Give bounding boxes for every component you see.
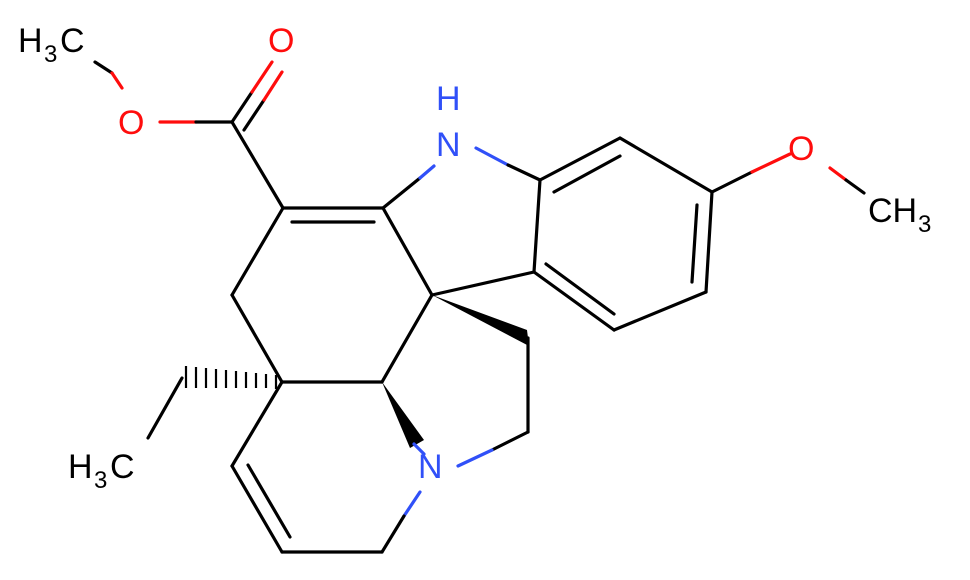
bond-ethyl — [146, 376, 184, 440]
bond-ar-6 — [532, 178, 542, 274]
bond-co-double-2a — [242, 98, 266, 132]
bond-ch2-n-a — [490, 430, 530, 452]
benzene-ring — [430, 136, 714, 332]
ethyl-group: H 3 C — [68, 366, 278, 494]
bond-co-double-1a — [230, 90, 254, 124]
methoxy-ch3-sub: 3 — [918, 211, 931, 238]
bond-c2-nh — [381, 176, 422, 210]
bond-co-double-1b — [250, 60, 274, 94]
bond-methyl-o-b — [110, 71, 124, 90]
bond-ar-3-inner — [690, 203, 699, 284]
carbonyl-o-label: O — [268, 22, 294, 60]
bond-c2-c7 — [381, 206, 434, 297]
bond-ar-3 — [704, 190, 714, 294]
bond-ar-1 — [538, 136, 622, 182]
bond-o-ch3-a — [828, 166, 848, 182]
bond-c21-n-stub — [412, 442, 426, 456]
wedge-c7-ch2 — [432, 295, 529, 346]
bond-ar-1-inner — [552, 154, 622, 194]
bond-methyl-o-a — [93, 60, 114, 75]
nh-n-label: N — [436, 126, 461, 164]
bond-n-ch2-a — [402, 490, 422, 518]
bond-carbonyl-ringc — [230, 120, 285, 210]
bond-c3-ch2 — [230, 206, 285, 297]
bond-ar-5-inner — [544, 262, 616, 316]
nh-h-label: H — [436, 80, 461, 118]
bond-o-ch3-b — [844, 178, 866, 195]
methoxy-ch3-label: CH — [868, 192, 917, 230]
bond-n-c8a — [474, 146, 510, 167]
bond-ch-ch-inner — [246, 463, 292, 539]
methoxy-o-label: O — [788, 130, 814, 168]
bond-ar-2 — [618, 136, 714, 194]
ester-o-label: O — [118, 104, 144, 142]
bond-ar-ome-b — [750, 152, 792, 174]
bond-n-c8b — [506, 163, 542, 182]
bond-ch-ch — [230, 464, 284, 554]
pyrrolidine-ring: N — [382, 295, 530, 486]
bond-ar-c7 — [430, 270, 536, 297]
ethyl-h-label: H — [68, 448, 93, 486]
bond-n-ch2-b — [380, 514, 406, 554]
bond-ch-c20 — [230, 380, 284, 468]
methyl-label-h: H — [18, 22, 43, 60]
amine-n-label: N — [418, 448, 443, 486]
bond-ch2-n-b — [456, 448, 494, 468]
central-ring — [230, 176, 434, 384]
methoxy-group: O CH 3 — [710, 130, 931, 238]
bond-c21-c7 — [380, 293, 434, 384]
methyl-label-c: C — [60, 22, 85, 60]
bond-co-double-2b — [262, 70, 284, 102]
methyl-ester-group: H 3 C O O — [18, 22, 294, 210]
bond-nh-stub — [418, 164, 436, 180]
dihydropyridine-ring — [230, 380, 422, 554]
ethyl-sub-label: 3 — [94, 467, 107, 494]
ethyl-c-label: C — [110, 448, 135, 486]
indole-nh: H N — [418, 80, 542, 182]
bond-ar-ome-a — [710, 170, 754, 194]
wedge-c21-n — [382, 382, 424, 448]
bond-ar-4 — [612, 290, 708, 332]
methyl-label-sub: 3 — [44, 41, 57, 68]
bond-ch2-c20 — [230, 293, 284, 384]
bond-ar-5 — [532, 270, 616, 332]
